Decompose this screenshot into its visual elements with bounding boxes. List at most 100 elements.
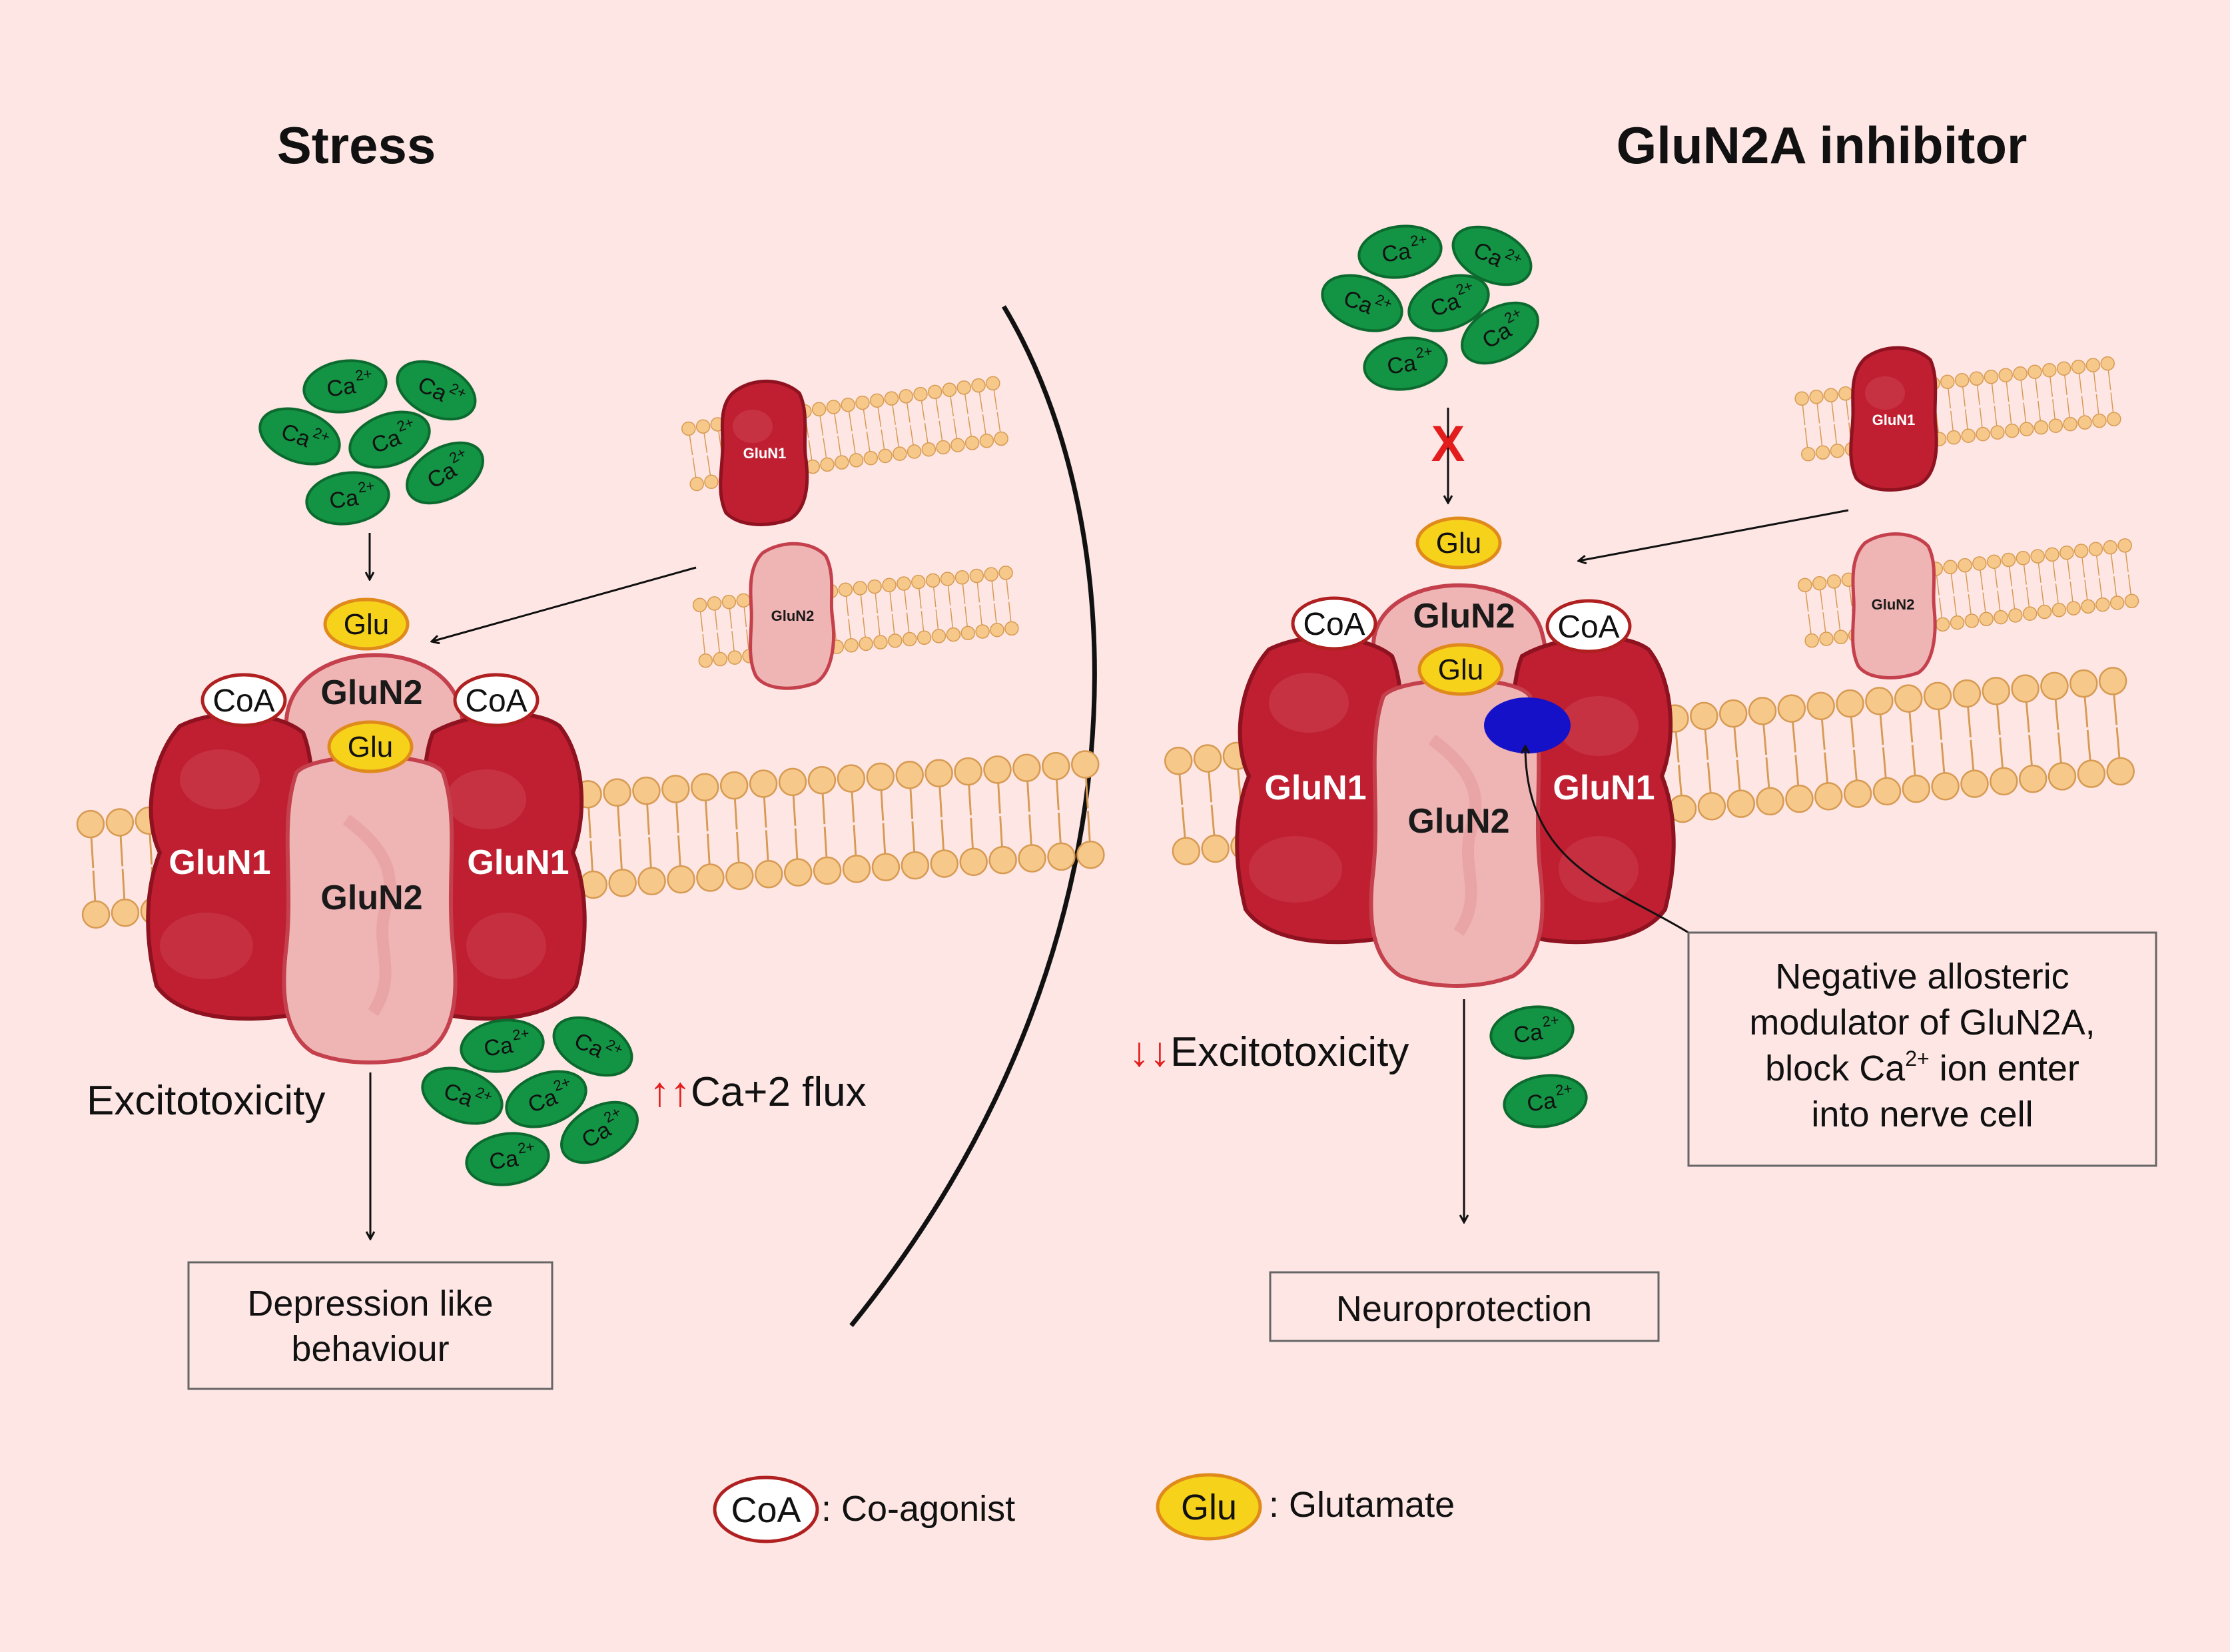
lipid-head — [2005, 423, 2020, 438]
lipid-head — [2069, 669, 2098, 698]
lipid-head — [2077, 759, 2106, 788]
lipid-head — [2047, 762, 2077, 791]
left-glun2-body-label: GluN2 — [320, 879, 422, 917]
lipid-tail — [1982, 592, 1987, 616]
lipid-head — [2073, 544, 2089, 558]
lipid-head — [1952, 679, 1982, 708]
left-glu-mid — [327, 720, 414, 773]
lipid-head — [1940, 374, 1955, 389]
membrane-left-small-bottom — [692, 566, 1019, 668]
lipid-tail — [2093, 369, 2097, 392]
right-glun1-left-texture — [1269, 673, 1349, 733]
lipid-head — [696, 863, 725, 892]
lipid-head — [736, 593, 751, 608]
calcium-ion-label: Ca — [325, 373, 357, 402]
lipid-tail — [967, 416, 972, 440]
lipid-tail — [860, 592, 864, 615]
lipid-tail — [707, 455, 711, 478]
lipid-head — [1798, 578, 1812, 593]
inhibitor-note-line3: block Ca2+ ion enter — [1765, 1046, 2079, 1088]
calcium-ion: Ca2+ — [302, 359, 388, 414]
lipid-tail — [2052, 399, 2056, 422]
lipid-head — [1806, 691, 1835, 721]
lipid-head — [975, 624, 990, 639]
lipid-tail — [2099, 578, 2103, 601]
inhibitor-note-line4: into nerve cell — [1811, 1094, 2033, 1134]
lipid-head — [1042, 751, 1070, 781]
lipid-head — [849, 453, 864, 468]
lipid-head — [838, 582, 853, 597]
lipid-head — [1923, 681, 1952, 711]
arrow-left-recruit — [432, 566, 697, 641]
calcium-ion: Ca2+ — [1357, 224, 1443, 279]
lipid-tail — [699, 609, 703, 632]
calcium-ion: Ca2+ — [1451, 225, 1533, 286]
lipid-tail — [1962, 384, 1966, 407]
right-coa-right-label: CoA — [1557, 610, 1619, 645]
lipid-head — [921, 442, 936, 457]
lipid-head — [971, 378, 986, 393]
calcium-ion: Ca2+ — [406, 441, 484, 505]
right-effect-arrows: ↓↓ — [1129, 1029, 1170, 1075]
lipid-head — [2100, 356, 2115, 371]
lipid-tail — [1950, 571, 1954, 594]
lipid-head — [1990, 425, 2005, 440]
lipid-tail — [731, 631, 735, 654]
right-small-glun1-label: GluN1 — [1872, 412, 1916, 428]
lipid-head — [2103, 540, 2118, 555]
lipid-tail — [1950, 410, 1954, 434]
lipid-head — [1824, 388, 1838, 403]
lipid-tail — [2049, 374, 2053, 397]
lipid-head — [1785, 784, 1814, 813]
lipid-head — [902, 631, 917, 647]
lipid-tail — [992, 387, 998, 410]
lipid-head — [1931, 772, 1960, 801]
lipid-head — [956, 380, 972, 395]
calcium-ion: Ca2+ — [552, 1016, 633, 1077]
lipid-tail — [932, 584, 936, 608]
calcium-cluster-left-bottom: Ca2+Ca2+Ca2+Ca2+Ca2+Ca2+ — [421, 1016, 639, 1186]
lipid-head — [704, 474, 719, 490]
inhibitor-note-box — [1687, 931, 2157, 1167]
lipid-tail — [808, 440, 813, 463]
lipid-head — [1958, 558, 1972, 573]
lipid-head — [2085, 358, 2101, 372]
lipid-head — [1935, 617, 1950, 632]
lipid-tail — [935, 610, 939, 633]
lipid-head — [2081, 599, 2095, 614]
lipid-tail — [2107, 367, 2111, 390]
right-small-glun1: GluN1 — [1849, 346, 1938, 492]
lipid-head — [988, 845, 1017, 875]
lipid-head — [749, 769, 778, 798]
lipid-tail — [1830, 399, 1835, 422]
lipid-head — [873, 635, 888, 649]
lipid-head — [986, 376, 1000, 391]
right-glu-top-label: Glu — [1436, 527, 1481, 560]
lipid-tail — [2110, 551, 2115, 574]
calcium-ion-label: Ca — [1525, 1088, 1557, 1117]
lipid-head — [755, 860, 783, 889]
lipid-tail — [2095, 394, 2099, 417]
lipid-tail — [1979, 567, 1984, 590]
lipid-head — [1998, 368, 2013, 382]
inhibitor-note-line1: Negative allosteric — [1775, 957, 2069, 997]
lipid-tail — [1936, 572, 1940, 596]
lipid-tail — [1965, 569, 1969, 592]
lipid-head — [2095, 597, 2110, 612]
lipid-head — [835, 455, 849, 470]
lipid-head — [867, 579, 882, 594]
lipid-tail — [2038, 400, 2042, 424]
legend-glu-text: : Glutamate — [1269, 1485, 1455, 1525]
lipid-tail — [891, 402, 897, 425]
lipid-tail — [703, 430, 708, 453]
lipid-head — [81, 900, 111, 929]
calcium-ion-label: Ca — [482, 1032, 514, 1062]
lipid-tail — [2034, 376, 2039, 399]
calcium-ion-label: Ca — [1380, 238, 1412, 268]
lipid-head — [878, 448, 893, 464]
lipid-head — [1748, 697, 1777, 725]
lipid-tail — [729, 606, 733, 629]
lipid-tail — [2078, 370, 2082, 394]
lipid-head — [692, 598, 707, 612]
lipid-tail — [1939, 598, 1943, 621]
